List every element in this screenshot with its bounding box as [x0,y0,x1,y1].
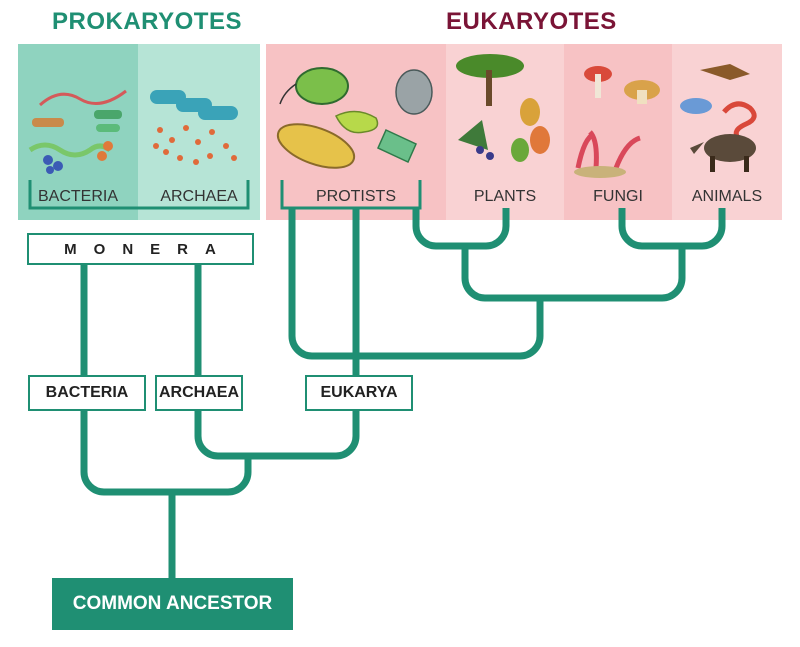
archaea-eukarya-join [194,410,360,460]
plants-panel-label: PLANTS [473,188,537,205]
protists-plants-join [412,208,510,250]
bacteria-archaea-join [80,410,252,496]
eukaryote-main-join [288,208,544,360]
protists-illustration [276,67,433,169]
monera-box: MONERA [27,233,254,265]
protists-bracket [280,180,422,210]
plants-illustration [456,54,550,162]
eukarya-box: EUKARYA [305,375,413,411]
fungi-panel-label: FUNGI [593,188,643,205]
prokaryotes-bracket [28,180,250,210]
plants-fungi-join [461,246,686,302]
animals-illustration [680,64,757,172]
archaea-box: ARCHAEA [155,375,243,411]
common-ancestor-box: COMMON ANCESTOR [52,578,293,630]
protists-panel-label: PROTISTS [315,188,396,205]
bacteria-illustration [28,89,127,174]
archaea-panel-label: ARCHAEA [160,188,238,205]
bacteria-box: BACTERIA [28,375,146,411]
archaea-illustration [150,90,238,165]
bacteria-panel: BACTERIA [18,44,138,220]
fungi-animals-join [618,208,726,250]
prokaryotes-title: PROKARYOTES [52,8,242,35]
animals-panel-label: ANIMALS [691,188,763,205]
eukaryotes-title: EUKARYOTES [446,8,617,35]
fungi-illustration [574,66,660,178]
bacteria-panel-label: BACTERIA [37,188,118,205]
fungi-panel: FUNGI [564,44,672,220]
